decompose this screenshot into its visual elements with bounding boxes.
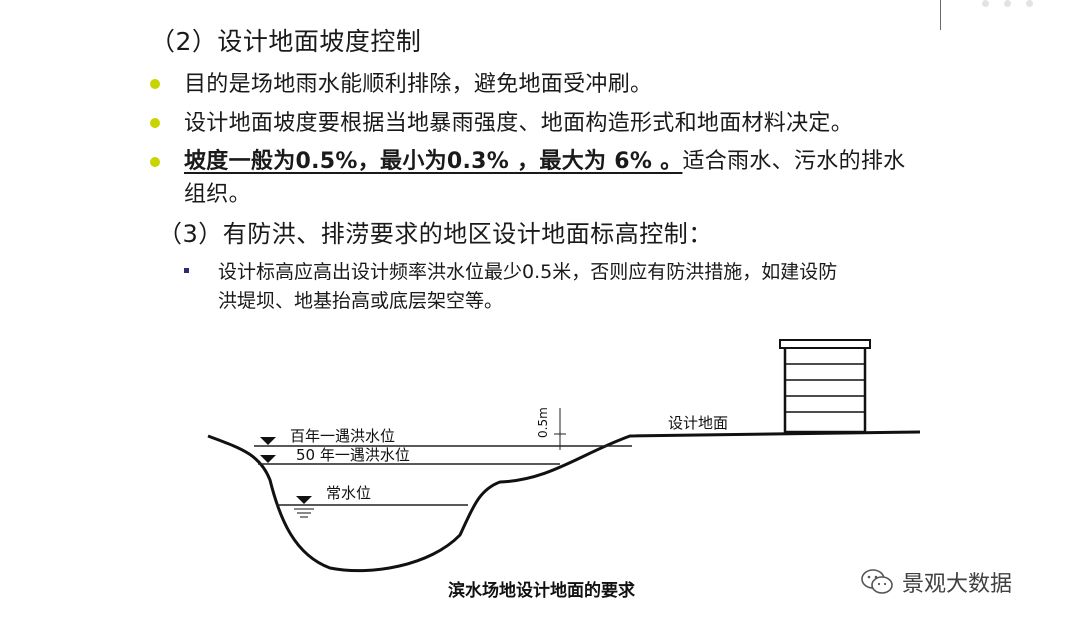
bullet-dot (150, 157, 160, 167)
bullet-item-1: 目的是场地雨水能顺利排除，避免地面受冲刷。 (184, 72, 653, 97)
bullet-item-3: 坡度一般为0.5%，最小为0.3% ，最大为 6% 。适合雨水、污水的排水 (184, 143, 905, 175)
sub-bullet-square (184, 268, 189, 273)
label-100yr-flood: 百年一遇洪水位 (290, 427, 395, 445)
sub-bullet-line-2: 洪堤坝、地基抬高或底层架空等。 (218, 290, 504, 312)
watermark-text: 景观大数据 (902, 572, 1013, 597)
label-gap-0-5m: 0.5m (536, 407, 550, 438)
waterfront-section-diagram: 百年一遇洪水位 50 年一遇洪水位 常水位 设计地面 0.5m 滨水场地设计地面… (180, 330, 960, 620)
label-50yr-flood: 50 年一遇洪水位 (296, 446, 410, 464)
building-icon (779, 339, 871, 434)
wechat-icon (861, 569, 893, 594)
top-divider-line (940, 0, 941, 30)
section-heading-2: （2）设计地面坡度控制 (150, 27, 422, 56)
bullet-dot (150, 118, 160, 128)
bullet-item-3-emphasis: 坡度一般为0.5%，最小为0.3% ，最大为 6% 。 (184, 149, 683, 174)
bullet-item-2: 设计地面坡度要根据当地暴雨强度、地面构造形式和地面材料决定。 (184, 111, 854, 136)
sub-bullet-line-1: 设计标高应高出设计频率洪水位最少0.5米，否则应有防洪措施，如建设防 (218, 261, 838, 283)
bullet-item-3-continuation: 组织。 (184, 182, 251, 207)
marker-normal-icon (296, 496, 312, 504)
watermark: 景观大数据 (860, 566, 1012, 598)
marker-100yr-icon (260, 437, 276, 445)
section-heading-3: （3）有防洪、排涝要求的地区设计地面标高控制： (158, 220, 713, 248)
diagram-caption: 滨水场地设计地面的要求 (448, 580, 635, 601)
label-normal-water: 常水位 (326, 484, 371, 502)
bullet-item-3-rest: 适合雨水、污水的排水 (682, 149, 906, 174)
window-dots (982, 0, 1052, 10)
label-design-ground: 设计地面 (668, 414, 728, 432)
terrain-profile (207, 430, 921, 573)
marker-50yr-icon (260, 455, 276, 463)
bullet-dot (150, 79, 160, 89)
